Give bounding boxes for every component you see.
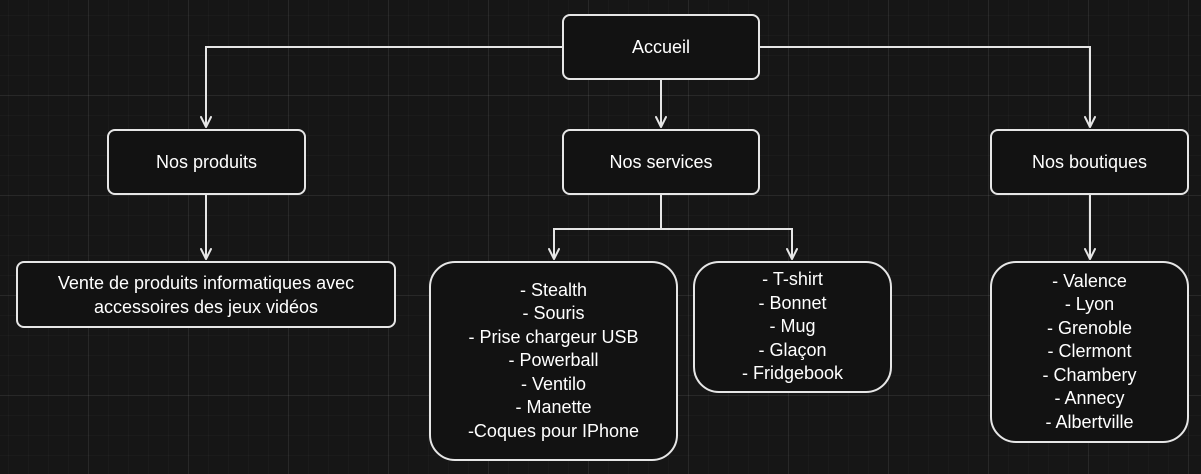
node-accueil: Accueil: [562, 14, 760, 80]
edge-services-goodies: [661, 228, 798, 260]
edge-accueil-produits: [200, 46, 562, 128]
accessoires-item: - Stealth: [519, 279, 588, 300]
node-villes-list: - Valence - Lyon - Grenoble - Clermont -…: [990, 261, 1189, 443]
ville-item: - Lyon: [1064, 294, 1115, 315]
node-nos-produits-label: Nos produits: [155, 152, 258, 172]
accessoires-item: - Souris: [522, 303, 585, 324]
goodies-item: - Mug: [769, 316, 816, 337]
accessoires-item: - Prise chargeur USB: [468, 326, 639, 347]
goodies-item: - T-shirt: [762, 269, 823, 290]
accessoires-item: - Manette: [515, 397, 592, 418]
ville-item: - Grenoble: [1046, 317, 1133, 338]
goodies-item: - Bonnet: [758, 292, 827, 313]
accessoires-item: -Coques pour IPhone: [467, 420, 640, 441]
edge-services-accessoires: [548, 228, 661, 260]
ville-item: - Albertville: [1045, 411, 1134, 432]
node-vente-produits: Vente de produits informatiques avec acc…: [16, 261, 396, 328]
edge-accueil-boutiques: [760, 46, 1096, 128]
ville-item: - Valence: [1052, 270, 1127, 291]
vente-line: Vente de produits informatiques avec: [57, 272, 355, 293]
accessoires-item: - Ventilo: [520, 373, 587, 394]
goodies-item: - Glaçon: [758, 339, 827, 360]
node-accessoires-list: - Stealth - Souris - Prise chargeur USB …: [429, 261, 678, 461]
ville-item: - Chambery: [1042, 364, 1137, 385]
goodies-item: - Fridgebook: [741, 363, 844, 384]
node-nos-services-label: Nos services: [609, 152, 713, 172]
accessoires-item: - Powerball: [508, 350, 599, 371]
node-nos-boutiques-label: Nos boutiques: [1031, 152, 1148, 172]
node-goodies-list: - T-shirt - Bonnet - Mug - Glaçon - Frid…: [693, 261, 892, 393]
node-nos-boutiques: Nos boutiques: [990, 129, 1189, 195]
node-accueil-label: Accueil: [631, 37, 691, 57]
node-nos-produits: Nos produits: [107, 129, 306, 195]
ville-item: - Annecy: [1054, 388, 1125, 409]
ville-item: - Clermont: [1047, 341, 1132, 362]
node-nos-services: Nos services: [562, 129, 760, 195]
vente-line: accessoires des jeux vidéos: [93, 296, 319, 317]
